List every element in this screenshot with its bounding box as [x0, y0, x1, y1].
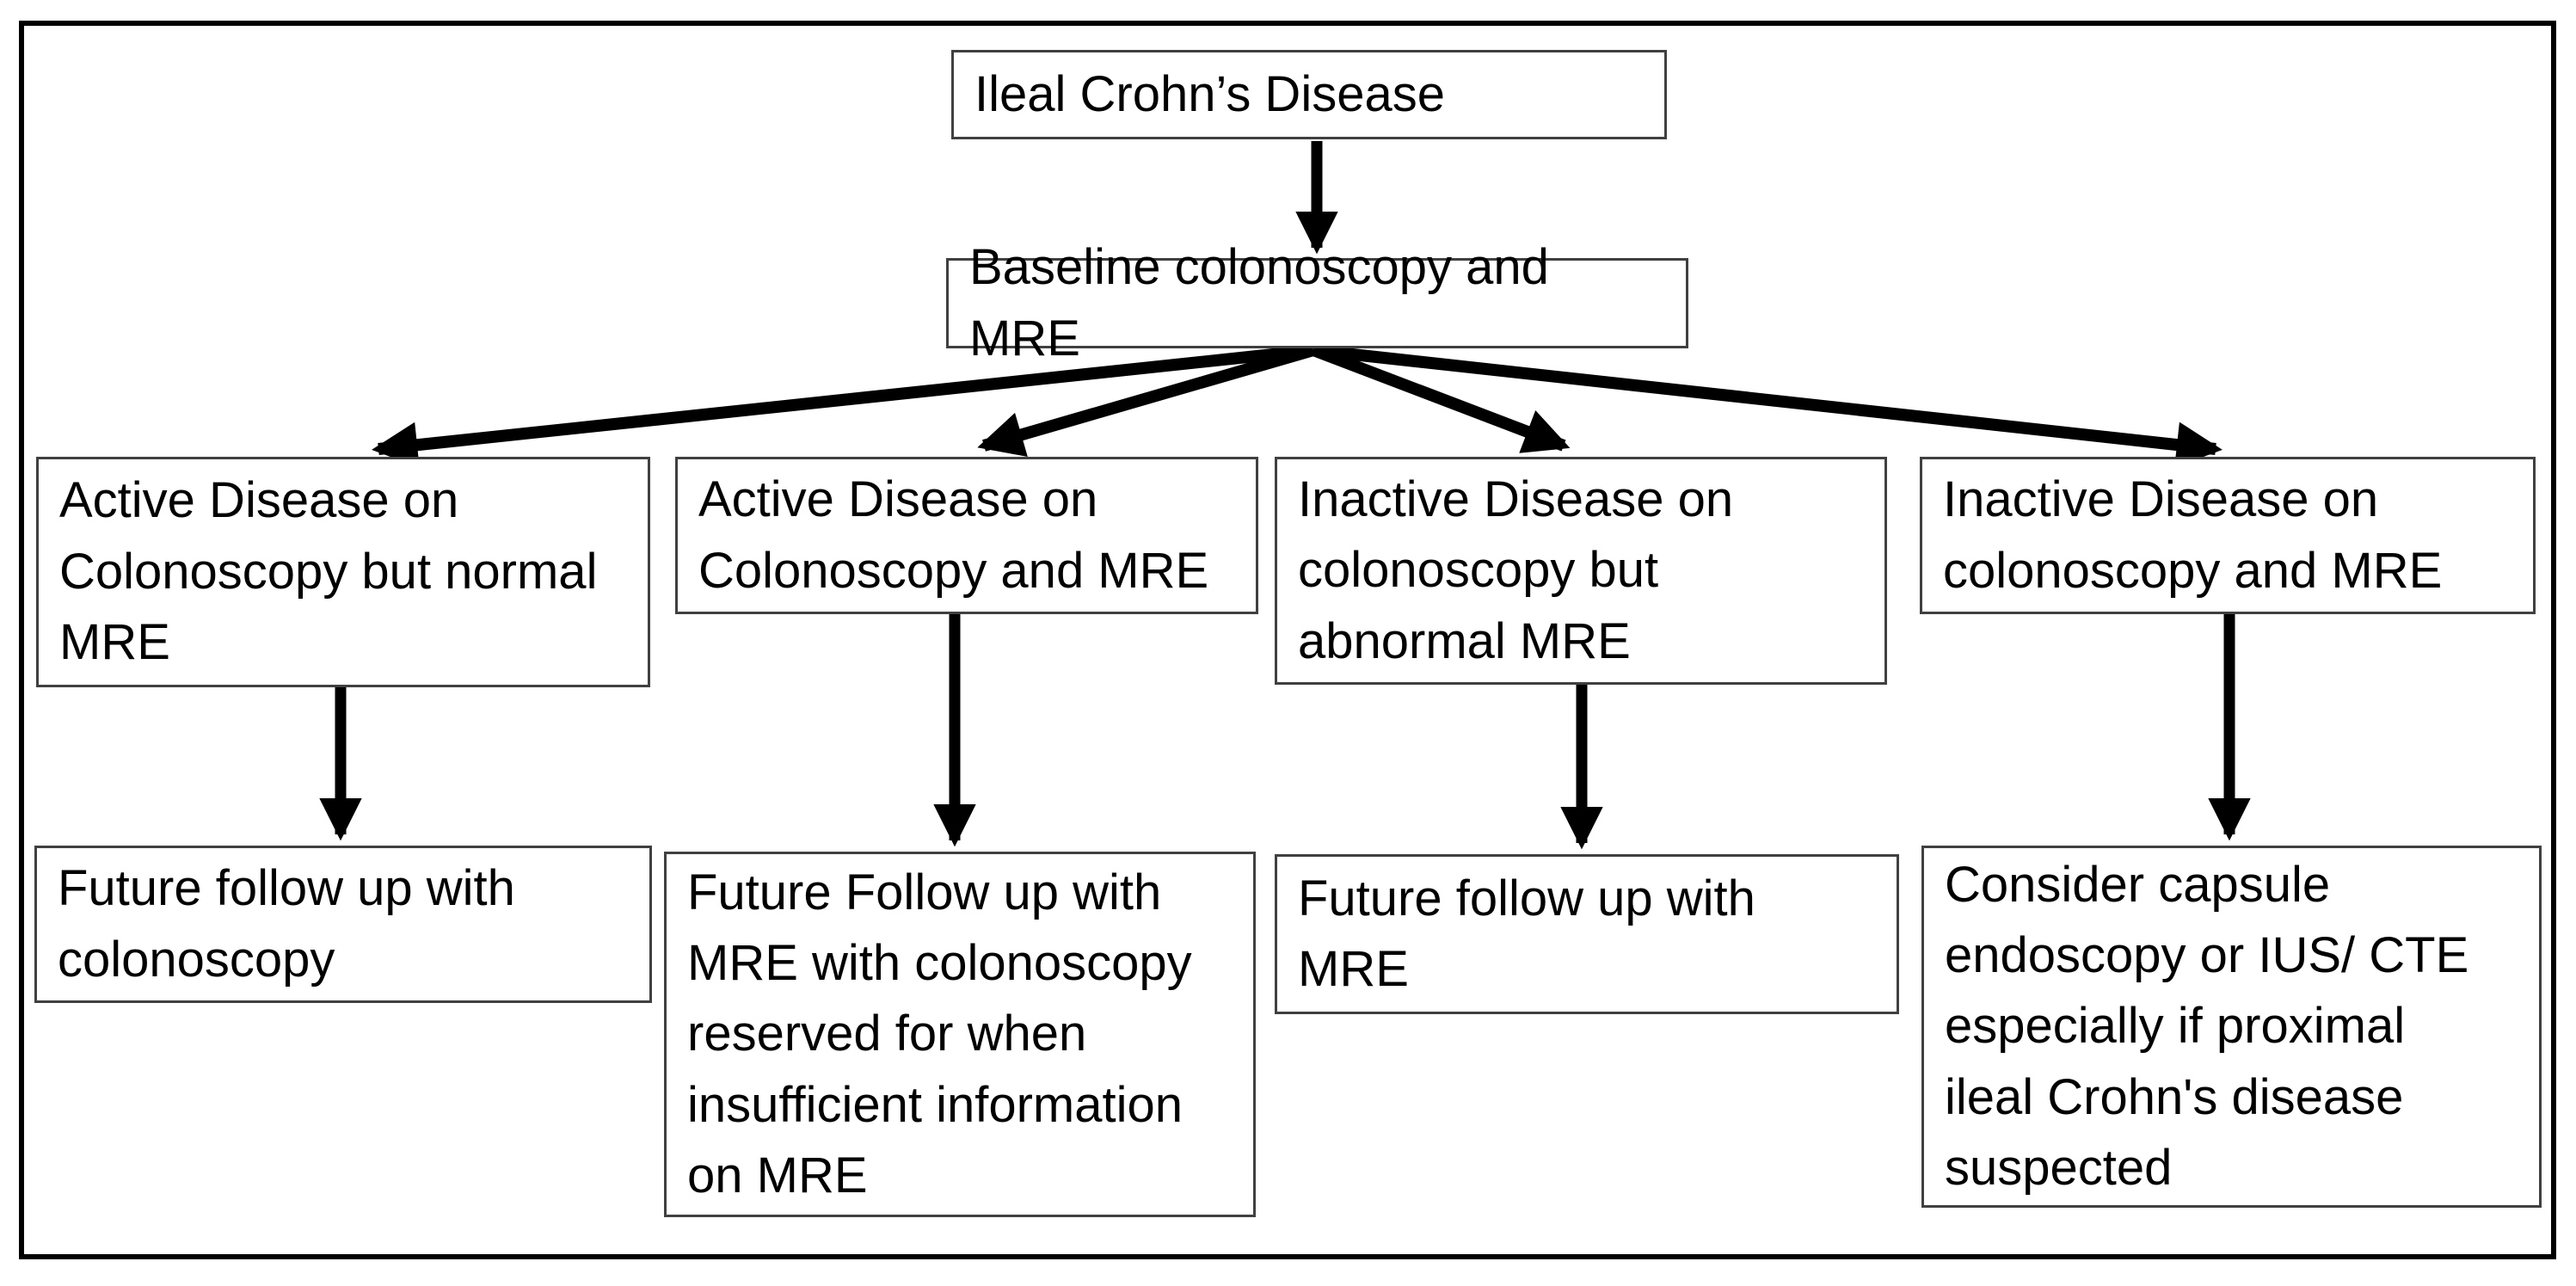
- node-label: Inactive Disease on colonoscopy and MRE: [1943, 471, 2443, 599]
- node-future-followup-mre-colonoscopy-reserved: Future Follow up with MRE with colonosco…: [664, 852, 1256, 1217]
- node-ileal-crohns-disease: Ileal Crohn’s Disease: [951, 50, 1667, 139]
- node-label: Consider capsule endoscopy or IUS/ CTE e…: [1945, 856, 2469, 1197]
- node-future-followup-colonoscopy: Future follow up with colonoscopy: [34, 846, 652, 1003]
- node-label: Active Disease on Colonoscopy and MRE: [698, 471, 1209, 599]
- node-label: Active Disease on Colonoscopy but normal…: [59, 472, 598, 671]
- node-consider-capsule-endoscopy-ius-cte: Consider capsule endoscopy or IUS/ CTE e…: [1921, 846, 2542, 1208]
- node-label: Future follow up with colonoscopy: [58, 860, 515, 988]
- node-label: Future follow up with MRE: [1298, 870, 1755, 997]
- node-label: Inactive Disease on colonoscopy but abno…: [1298, 471, 1734, 669]
- outer-frame: [19, 21, 2556, 1259]
- node-future-followup-mre: Future follow up with MRE: [1275, 854, 1899, 1014]
- node-label: Future Follow up with MRE with colonosco…: [687, 864, 1192, 1204]
- node-inactive-disease-colonoscopy-abnormal-mre: Inactive Disease on colonoscopy but abno…: [1275, 457, 1887, 685]
- node-active-disease-colonoscopy-normal-mre: Active Disease on Colonoscopy but normal…: [36, 457, 650, 687]
- node-label: Baseline colonoscopy and MRE: [969, 239, 1549, 366]
- node-label: Ileal Crohn’s Disease: [974, 65, 1445, 122]
- node-baseline-colonoscopy-and-mre: Baseline colonoscopy and MRE: [946, 239, 1688, 366]
- node-active-disease-colonoscopy-and-mre: Active Disease on Colonoscopy and MRE: [675, 457, 1258, 614]
- node-inactive-disease-colonoscopy-and-mre: Inactive Disease on colonoscopy and MRE: [1920, 457, 2536, 614]
